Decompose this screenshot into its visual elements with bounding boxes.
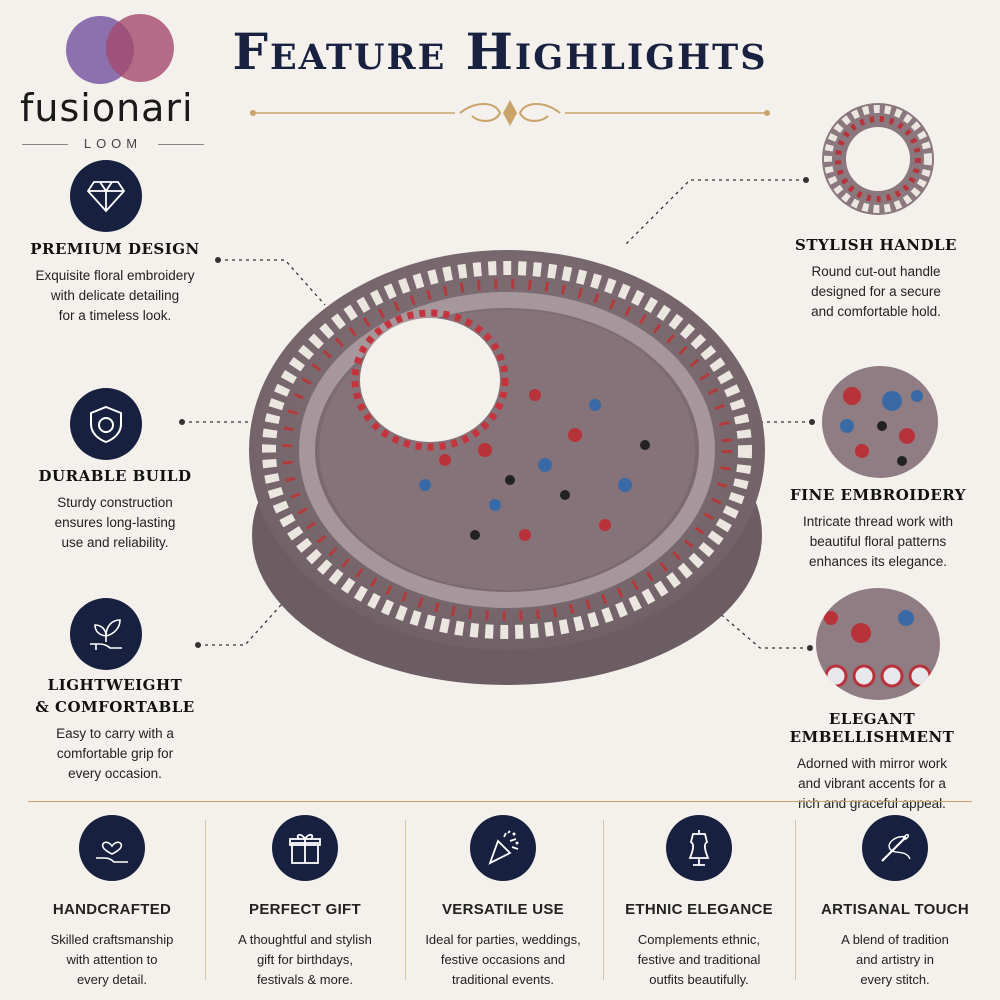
bottom-feature-ethnic-elegance: ETHNIC ELEGANCE Complements ethnic,festi… (604, 815, 794, 990)
bottom-divider (28, 801, 972, 802)
column-separator (205, 820, 206, 980)
feature-lightweight: LIGHTWEIGHT& COMFORTABLE Easy to carry w… (15, 676, 215, 784)
embellishment-thumbnail (816, 588, 940, 700)
logo-divider-left (22, 144, 68, 145)
feature-title: PERFECT GIFT (249, 901, 361, 918)
embroidery-thumbnail (822, 366, 938, 478)
product-bag-illustration (249, 250, 765, 685)
feature-title: ELEGANT EMBELLISHMENT (789, 710, 955, 746)
shield-icon (70, 388, 142, 460)
column-separator (603, 820, 604, 980)
handle-thumbnail (812, 100, 944, 218)
brand-name: fusionari (20, 86, 194, 130)
brand-sub: LOOM (83, 136, 143, 151)
feature-fine-embroidery: FINE EMBROIDERY Intricate thread work wi… (778, 486, 978, 572)
feature-elegant-embellishment: ELEGANT EMBELLISHMENT Adorned with mirro… (752, 710, 992, 814)
feature-title: ARTISANAL TOUCH (820, 901, 970, 918)
title-ornament-icon (250, 100, 770, 126)
heart-hand-icon (79, 815, 145, 881)
connector-lines (179, 177, 815, 651)
feature-premium-design: PREMIUM DESIGN Exquisite floral embroide… (15, 240, 215, 326)
feature-desc: Complements ethnic,festive and tradition… (637, 932, 761, 987)
feature-desc: Ideal for parties, weddings,festive occa… (425, 932, 581, 987)
feature-title: HANDCRAFTED (52, 901, 172, 918)
party-popper-icon (470, 815, 536, 881)
brand-logo: fusionari LOOM (18, 8, 208, 151)
diamond-icon (70, 160, 142, 232)
logo-divider-right (158, 144, 204, 145)
feature-title: FINE EMBROIDERY (790, 486, 966, 504)
dress-form-icon (666, 815, 732, 881)
page-title: Feature Highlights (232, 22, 768, 81)
feature-title: LIGHTWEIGHT& COMFORTABLE (35, 676, 195, 716)
needle-thread-icon (862, 815, 928, 881)
feature-title: DURABLE BUILD (38, 467, 192, 485)
feature-title: ETHNIC ELEGANCE (625, 901, 773, 918)
column-separator (795, 820, 796, 980)
bottom-feature-versatile-use: VERSATILE USE Ideal for parties, wedding… (408, 815, 598, 990)
column-separator (405, 820, 406, 980)
plant-in-hand-icon (70, 598, 142, 670)
gift-icon (272, 815, 338, 881)
feature-title: STYLISH HANDLE (794, 236, 957, 254)
feature-title: PREMIUM DESIGN (30, 240, 200, 258)
feature-title: VERSATILE USE (442, 901, 564, 918)
logo-mark-icon (66, 14, 174, 84)
